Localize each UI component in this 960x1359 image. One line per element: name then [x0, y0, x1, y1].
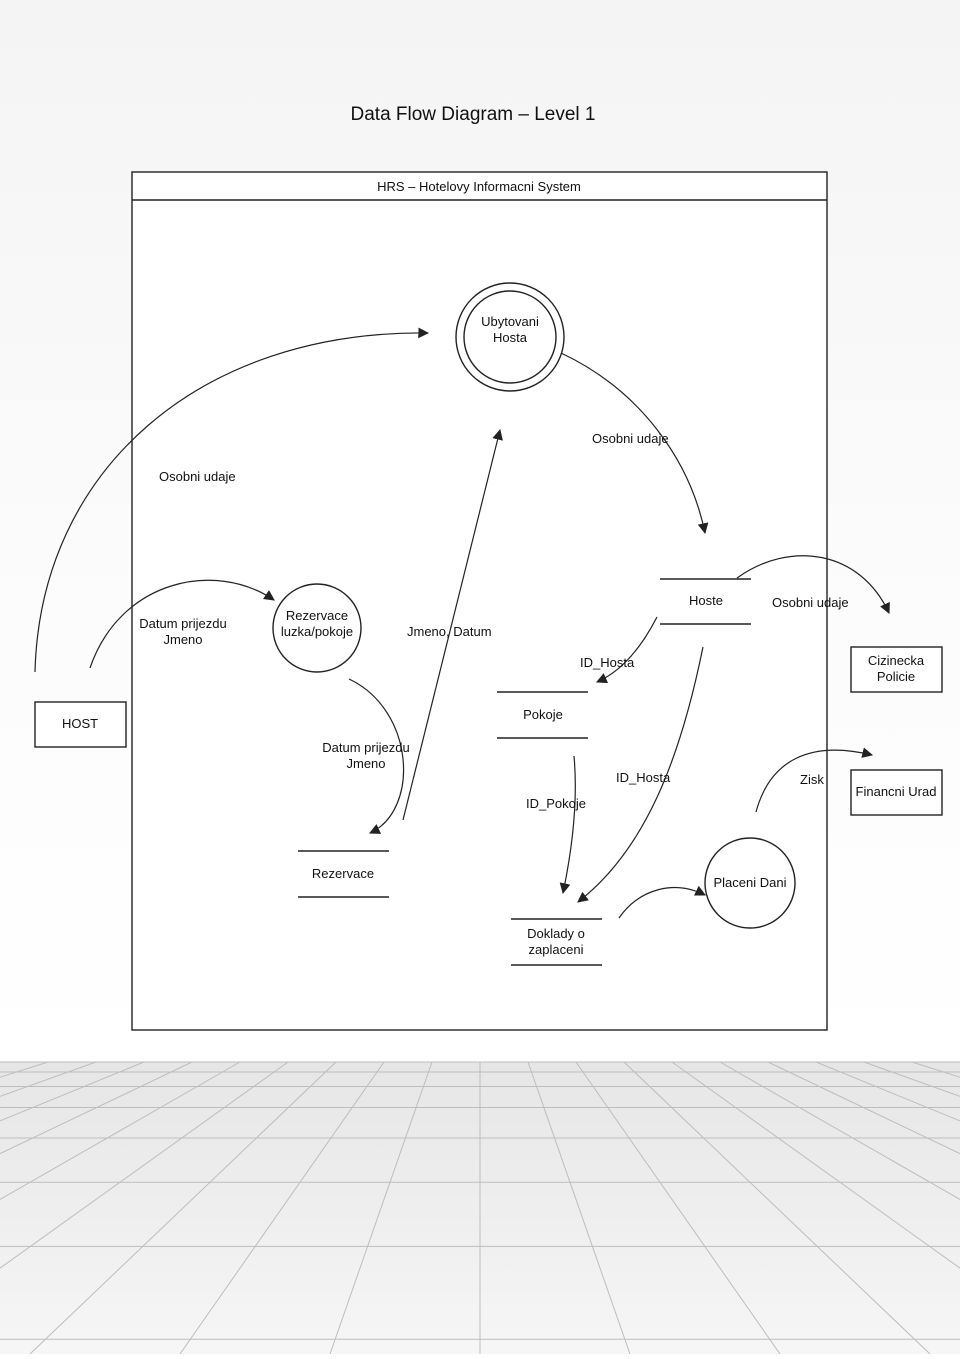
entity-host	[34, 701, 127, 748]
flow-pokoje-to-doklady	[559, 755, 576, 895]
flow-hoste-to-doklady	[577, 646, 704, 903]
process-rezervace-luzka-label: Rezervace luzka/pokoje	[281, 608, 353, 639]
flow-pokoje-to-doklady-label: ID_Pokoje	[526, 796, 586, 811]
process-placeni-dani	[704, 837, 796, 929]
process-ubytovani-label: Ubytovani Hosta	[481, 314, 539, 345]
svg-text:Hosta: Hosta	[493, 330, 528, 345]
entity-financni-urad	[850, 769, 943, 816]
svg-text:Hoste: Hoste	[689, 593, 723, 608]
flow-store-to-ubytovani	[402, 428, 503, 821]
svg-text:Datum prijezdu: Datum prijezdu	[322, 740, 409, 755]
flow-store-to-ubytovani-label: Jmeno, Datum	[407, 624, 492, 639]
entity-cizinecka-policie-label: Cizinecka Policie	[868, 653, 925, 684]
floor-grid	[0, 1061, 960, 1355]
flow-placeni-to-financni-label: Zisk	[800, 772, 824, 787]
svg-text:Doklady o: Doklady o	[527, 926, 585, 941]
system-name: HRS – Hotelovy Informacni System	[377, 179, 581, 194]
flow-placeni-to-financni	[755, 747, 874, 813]
svg-text:Jmeno: Jmeno	[163, 632, 202, 647]
svg-text:Rezervace: Rezervace	[286, 608, 348, 623]
store-doklady: Doklady o zaplaceni	[511, 918, 602, 966]
svg-text:Policie: Policie	[877, 669, 915, 684]
flow-hoste-to-cizinecka-label: Osobni udaje	[772, 595, 849, 610]
svg-text:Jmeno: Jmeno	[346, 756, 385, 771]
store-pokoje: Pokoje	[497, 691, 588, 739]
flow-ubytovani-to-hoste-label: Osobni udaje	[592, 431, 669, 446]
flow-hoste-to-pokoje	[596, 616, 658, 684]
flow-host-to-rezervace-label: Datum prijezdu Jmeno	[139, 616, 226, 647]
svg-text:Cizinecka: Cizinecka	[868, 653, 925, 668]
flow-host-to-ubytovani	[34, 327, 430, 673]
svg-text:zaplaceni: zaplaceni	[529, 942, 584, 957]
svg-text:luzka/pokoje: luzka/pokoje	[281, 624, 353, 639]
store-hoste: Hoste	[660, 578, 751, 625]
flow-rezervace-to-store-label: Datum prijezdu Jmeno	[322, 740, 409, 771]
svg-text:Ubytovani: Ubytovani	[481, 314, 539, 329]
system-boundary	[131, 171, 828, 1031]
process-ubytovani	[463, 290, 557, 384]
flow-host-to-ubytovani-label: Osobni udaje	[159, 469, 236, 484]
flow-hoste-to-pokoje-label: ID_Hosta	[580, 655, 635, 670]
svg-text:Datum prijezdu: Datum prijezdu	[139, 616, 226, 631]
process-ubytovani-outer	[455, 282, 565, 392]
flow-ubytovani-to-hoste	[560, 352, 709, 535]
svg-text:Pokoje: Pokoje	[523, 707, 563, 722]
flow-hoste-to-doklady-label: ID_Hosta	[616, 770, 671, 785]
svg-text:Rezervace: Rezervace	[312, 866, 374, 881]
entity-host-label: HOST	[62, 716, 98, 731]
page-title: Data Flow Diagram – Level 1	[351, 104, 596, 125]
flow-hoste-to-cizinecka	[736, 555, 890, 614]
store-rezervace: Rezervace	[298, 850, 389, 898]
svg-text:Placeni Dani: Placeni Dani	[714, 875, 787, 890]
entity-financni-urad-label: Financni Urad	[856, 784, 937, 799]
process-rezervace-luzka	[272, 583, 362, 673]
flow-rezervace-to-store	[348, 678, 405, 834]
entity-cizinecka-policie	[850, 646, 943, 693]
process-placeni-dani-label: Placeni Dani	[714, 875, 787, 890]
flow-host-to-rezervace	[89, 579, 275, 669]
flow-doklady-to-placeni	[618, 885, 706, 919]
